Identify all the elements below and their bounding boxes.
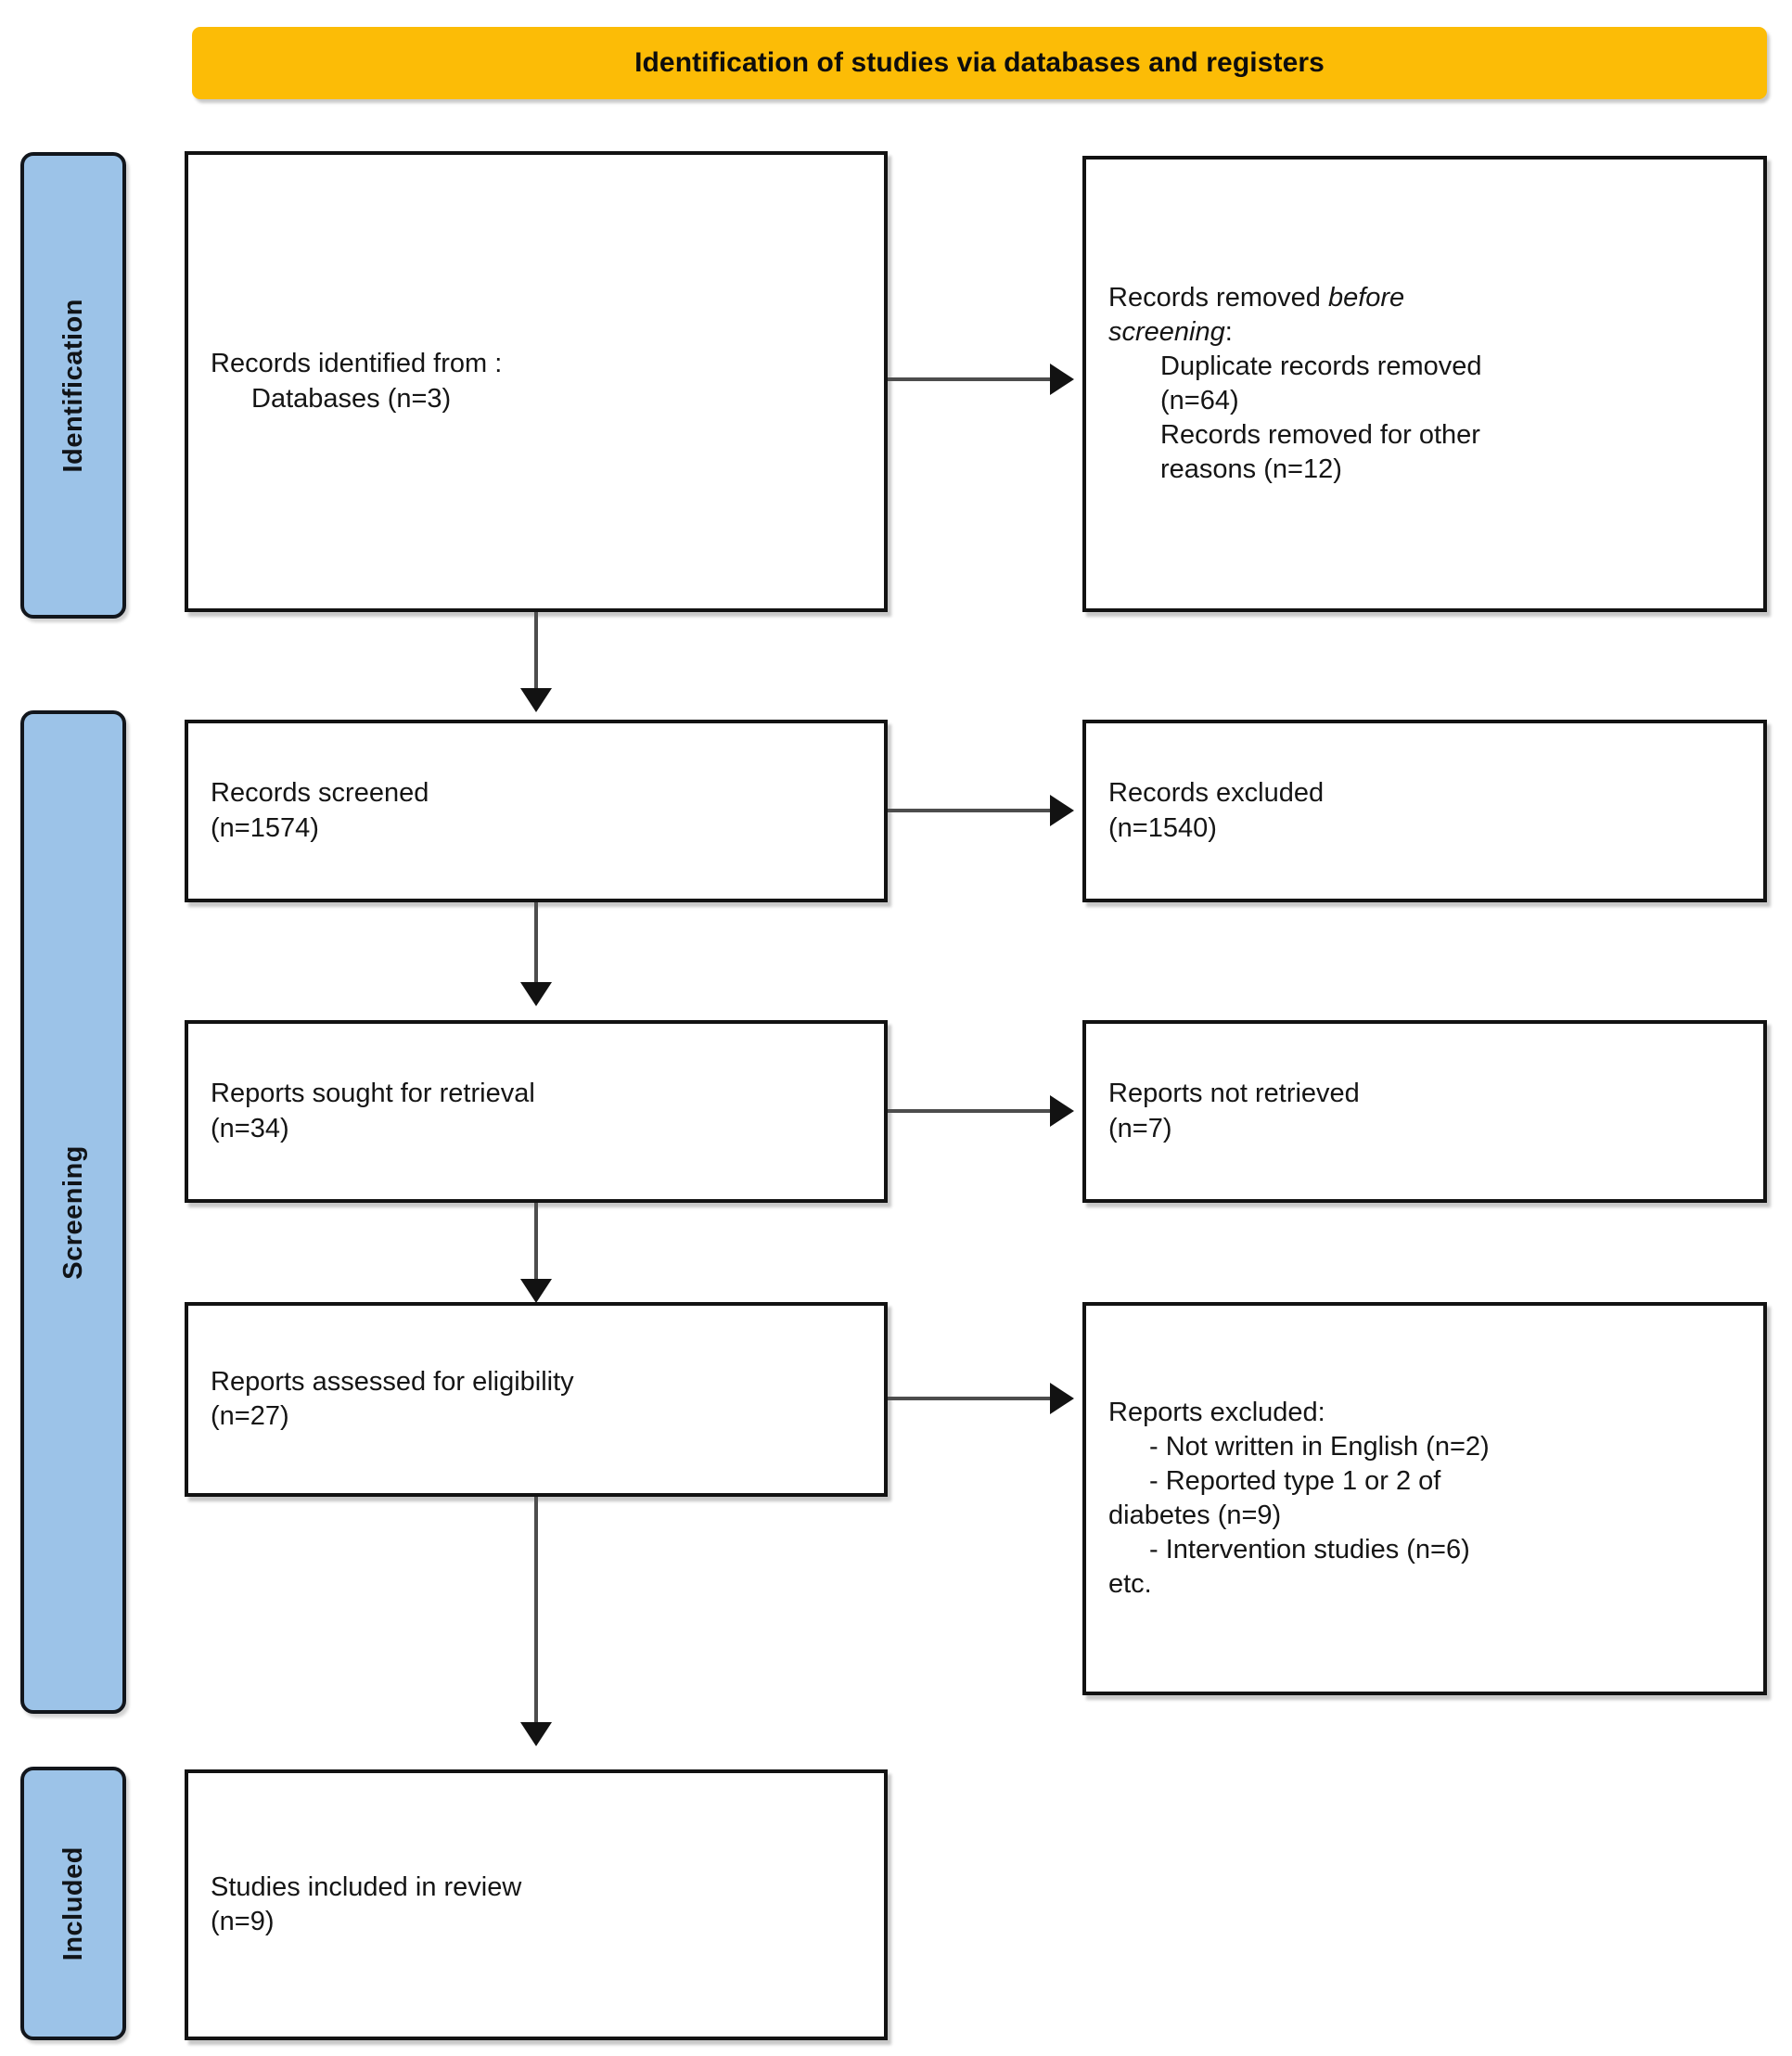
arrowhead-down-icon bbox=[520, 982, 552, 1006]
diagram-header-banner: Identification of studies via databases … bbox=[192, 27, 1767, 99]
reports-excluded-line-3: - Reported type 1 or 2 of bbox=[1149, 1465, 1441, 1496]
connector-assessed-to-included bbox=[534, 1497, 538, 1722]
records-removed-line-2-tail: : bbox=[1224, 316, 1233, 347]
connector-identified-to-screened bbox=[534, 612, 538, 688]
stage-label-included: Included bbox=[20, 1767, 126, 2040]
box-records-removed-before-screening: Records removed before screening: Duplic… bbox=[1082, 156, 1767, 612]
records-removed-line-5: Records removed for other bbox=[1160, 420, 1480, 451]
records-excluded-line-2: (n=1540) bbox=[1108, 812, 1217, 843]
connector-sought-to-notretrieved bbox=[888, 1109, 1050, 1113]
records-removed-line-2-italic: screening bbox=[1108, 316, 1225, 347]
stage-label-screening: Screening bbox=[20, 710, 126, 1714]
reports-not-retrieved-line-2: (n=7) bbox=[1108, 1113, 1172, 1143]
connector-sought-to-assessed bbox=[534, 1203, 538, 1279]
box-reports-not-retrieved: Reports not retrieved (n=7) bbox=[1082, 1020, 1767, 1203]
stage-label-included-text: Included bbox=[58, 1845, 88, 1961]
records-excluded-line-1: Records excluded bbox=[1108, 778, 1325, 809]
arrowhead-down-icon bbox=[520, 1279, 552, 1303]
connector-assessed-to-reportsexcluded bbox=[888, 1397, 1050, 1400]
studies-included-line-2: (n=9) bbox=[211, 1907, 275, 1936]
stage-label-screening-text: Screening bbox=[58, 1144, 88, 1280]
reports-excluded-line-4: diabetes (n=9) bbox=[1108, 1500, 1282, 1530]
stage-label-identification-text: Identification bbox=[58, 298, 88, 473]
reports-excluded-line-2: - Not written in English (n=2) bbox=[1149, 1431, 1490, 1462]
box-records-identified: Records identified from : Databases (n=3… bbox=[185, 151, 888, 612]
box-studies-included-in-review: Studies included in review (n=9) bbox=[185, 1769, 888, 2040]
arrowhead-down-icon bbox=[520, 688, 552, 712]
records-screened-line-2: (n=1574) bbox=[211, 812, 319, 843]
reports-excluded-line-5: - Intervention studies (n=6) bbox=[1149, 1535, 1470, 1565]
arrowhead-right-icon bbox=[1050, 1095, 1074, 1127]
records-identified-line-1: Records identified from : bbox=[211, 349, 503, 379]
records-removed-line-1-italic: before bbox=[1327, 282, 1405, 313]
records-removed-line-2: screening: bbox=[1108, 315, 1741, 350]
arrowhead-down-icon bbox=[520, 1722, 552, 1746]
arrowhead-right-icon bbox=[1050, 1383, 1074, 1414]
reports-assessed-line-1: Reports assessed for eligibility bbox=[211, 1366, 574, 1397]
box-reports-sought-for-retrieval: Reports sought for retrieval (n=34) bbox=[185, 1020, 888, 1203]
records-removed-line-3: Duplicate records removed bbox=[1160, 351, 1482, 381]
diagram-title: Identification of studies via databases … bbox=[634, 47, 1325, 78]
records-removed-line-4: (n=64) bbox=[1160, 386, 1239, 415]
records-removed-line-6: reasons (n=12) bbox=[1160, 454, 1342, 485]
box-reports-assessed-for-eligibility: Reports assessed for eligibility (n=27) bbox=[185, 1302, 888, 1497]
reports-excluded-line-6: etc. bbox=[1108, 1569, 1152, 1600]
reports-excluded-line-1: Reports excluded: bbox=[1108, 1397, 1325, 1427]
arrowhead-right-icon bbox=[1050, 364, 1074, 395]
records-removed-line-1-plain: Records removed bbox=[1108, 282, 1328, 313]
box-reports-excluded-reasons: Reports excluded: - Not written in Engli… bbox=[1082, 1302, 1767, 1695]
reports-not-retrieved-line-1: Reports not retrieved bbox=[1108, 1079, 1360, 1109]
stage-label-identification: Identification bbox=[20, 152, 126, 619]
connector-screened-to-sought bbox=[534, 902, 538, 982]
records-removed-line-1: Records removed before bbox=[1108, 281, 1741, 315]
studies-included-line-1: Studies included in review bbox=[211, 1871, 522, 1902]
arrowhead-right-icon bbox=[1050, 795, 1074, 826]
reports-assessed-line-2: (n=27) bbox=[211, 1401, 289, 1431]
records-identified-line-2: Databases (n=3) bbox=[251, 383, 452, 414]
box-records-excluded: Records excluded (n=1540) bbox=[1082, 720, 1767, 902]
reports-sought-line-2: (n=34) bbox=[211, 1113, 289, 1143]
connector-screened-to-excluded bbox=[888, 809, 1050, 812]
box-records-screened: Records screened (n=1574) bbox=[185, 720, 888, 902]
connector-identified-to-removed bbox=[888, 377, 1050, 381]
records-screened-line-1: Records screened bbox=[211, 778, 429, 809]
reports-sought-line-1: Reports sought for retrieval bbox=[211, 1079, 535, 1109]
